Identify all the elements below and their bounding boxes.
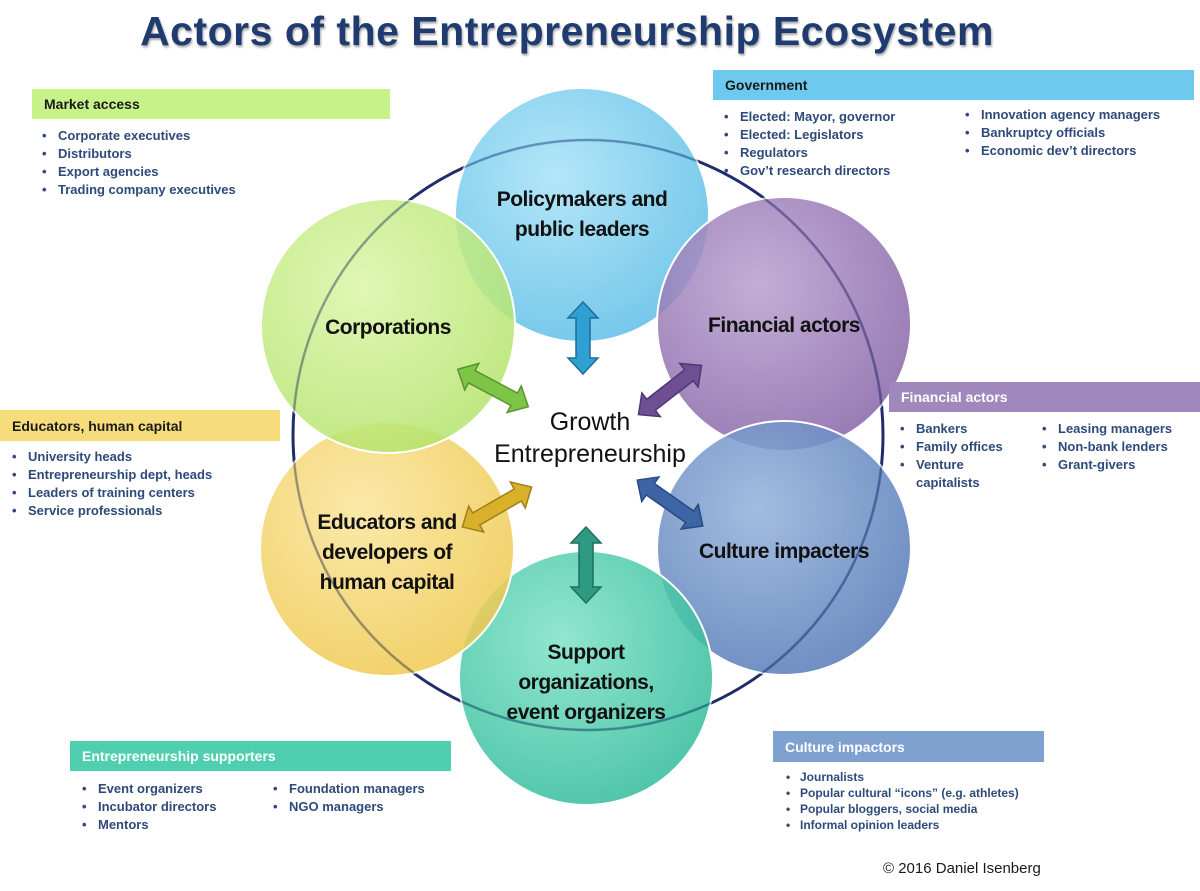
list-item: Regulators xyxy=(724,144,954,162)
circle-label: developers of xyxy=(322,541,454,564)
list-item: University heads xyxy=(12,448,262,466)
culture-impactors-list: Journalists Popular cultural “icons” (e.… xyxy=(786,769,1066,833)
circle-label: event organizers xyxy=(507,701,666,724)
circle-culture-impacters: Culture impacters xyxy=(656,420,912,676)
list-item: Bankers xyxy=(900,420,1020,438)
list-item: Bankruptcy officials xyxy=(965,124,1195,142)
educators-list: University heads Entrepreneurship dept, … xyxy=(12,448,262,520)
supporters-header: Entrepreneurship supporters xyxy=(70,741,451,771)
list-item: Incubator directors xyxy=(82,798,262,816)
list-item: Service professionals xyxy=(12,502,262,520)
circle-label: public leaders xyxy=(515,218,649,241)
list-item: Trading company executives xyxy=(42,181,342,199)
supporters-list-col2: Foundation managers NGO managers xyxy=(273,780,453,816)
double-arrow-icon xyxy=(566,300,600,376)
circle-label: Policymakers and xyxy=(497,188,668,211)
list-item: Elected: Legislators xyxy=(724,126,954,144)
list-item: Informal opinion leaders xyxy=(786,817,1066,833)
list-item: Venture capitalists xyxy=(900,456,1020,492)
circle-educators: Educators and developers of human capita… xyxy=(259,421,515,677)
list-item: Event organizers xyxy=(82,780,262,798)
double-arrow-icon xyxy=(637,362,703,418)
government-list-col2: Innovation agency managers Bankruptcy of… xyxy=(965,106,1195,160)
circle-policymakers: Policymakers and public leaders xyxy=(454,87,710,343)
financial-actors-header: Financial actors xyxy=(889,382,1200,412)
financial-actors-list-col1: Bankers Family offices Venture capitalis… xyxy=(900,420,1020,492)
list-item: Leasing managers xyxy=(1042,420,1192,438)
double-arrow-icon xyxy=(636,475,704,531)
government-header: Government xyxy=(713,70,1194,100)
list-item: Gov’t research directors xyxy=(724,162,954,180)
financial-actors-list-col2: Leasing managers Non-bank lenders Grant-… xyxy=(1042,420,1192,474)
list-item: Grant-givers xyxy=(1042,456,1192,474)
circle-corporations: Corporations xyxy=(260,198,516,454)
double-arrow-icon xyxy=(569,525,603,605)
educators-header-label: Educators, human capital xyxy=(12,417,183,434)
list-item: Economic dev’t directors xyxy=(965,142,1195,160)
center-label: Growth xyxy=(550,408,631,436)
circle-label: human capital xyxy=(320,571,455,594)
market-access-header: Market access xyxy=(32,89,390,119)
circle-label: Corporations xyxy=(325,316,451,339)
supporters-list-col1: Event organizers Incubator directors Men… xyxy=(82,780,262,834)
circle-label: Support xyxy=(548,641,625,664)
list-item: Entrepreneurship dept, heads xyxy=(12,466,262,484)
circle-label: Educators and xyxy=(317,511,456,534)
government-header-label: Government xyxy=(725,77,808,93)
circle-label: Culture impacters xyxy=(699,540,869,563)
market-access-header-label: Market access xyxy=(44,96,140,112)
market-access-list: Corporate executives Distributors Export… xyxy=(42,127,342,199)
center-label: Entrepreneurship xyxy=(494,440,686,468)
list-item: Popular cultural “icons” (e.g. athletes) xyxy=(786,785,1066,801)
circle-label: Financial actors xyxy=(708,314,860,337)
financial-actors-header-label: Financial actors xyxy=(901,389,1008,405)
circle-support-organizations: Support organizations, event organizers xyxy=(458,550,714,806)
circle-financial-actors: Financial actors xyxy=(656,196,912,452)
list-item: Innovation agency managers xyxy=(965,106,1195,124)
list-item: Corporate executives xyxy=(42,127,342,145)
list-item: Export agencies xyxy=(42,163,342,181)
list-item: Family offices xyxy=(900,438,1020,456)
copyright-notice: © 2016 Daniel Isenberg xyxy=(883,860,1041,877)
list-item: Distributors xyxy=(42,145,342,163)
circle-label: organizations, xyxy=(518,671,653,694)
list-item: Popular bloggers, social media xyxy=(786,801,1066,817)
list-item: Elected: Mayor, governor xyxy=(724,108,954,126)
list-item: Non-bank lenders xyxy=(1042,438,1192,456)
list-item: Journalists xyxy=(786,769,1066,785)
list-item: Leaders of training centers xyxy=(12,484,262,502)
supporters-header-label: Entrepreneurship supporters xyxy=(82,748,276,764)
list-item: Mentors xyxy=(82,816,262,834)
page-title: Actors of the Entrepreneurship Ecosystem xyxy=(140,8,994,54)
list-item: Foundation managers xyxy=(273,780,453,798)
double-arrow-icon xyxy=(456,362,530,414)
list-item: NGO managers xyxy=(273,798,453,816)
double-arrow-icon xyxy=(461,480,533,534)
government-list-col1: Elected: Mayor, governor Elected: Legisl… xyxy=(724,108,954,180)
educators-header: Educators, human capital xyxy=(0,410,280,441)
culture-impactors-header-label: Culture impactors xyxy=(785,738,905,755)
culture-impactors-header: Culture impactors xyxy=(773,731,1044,762)
